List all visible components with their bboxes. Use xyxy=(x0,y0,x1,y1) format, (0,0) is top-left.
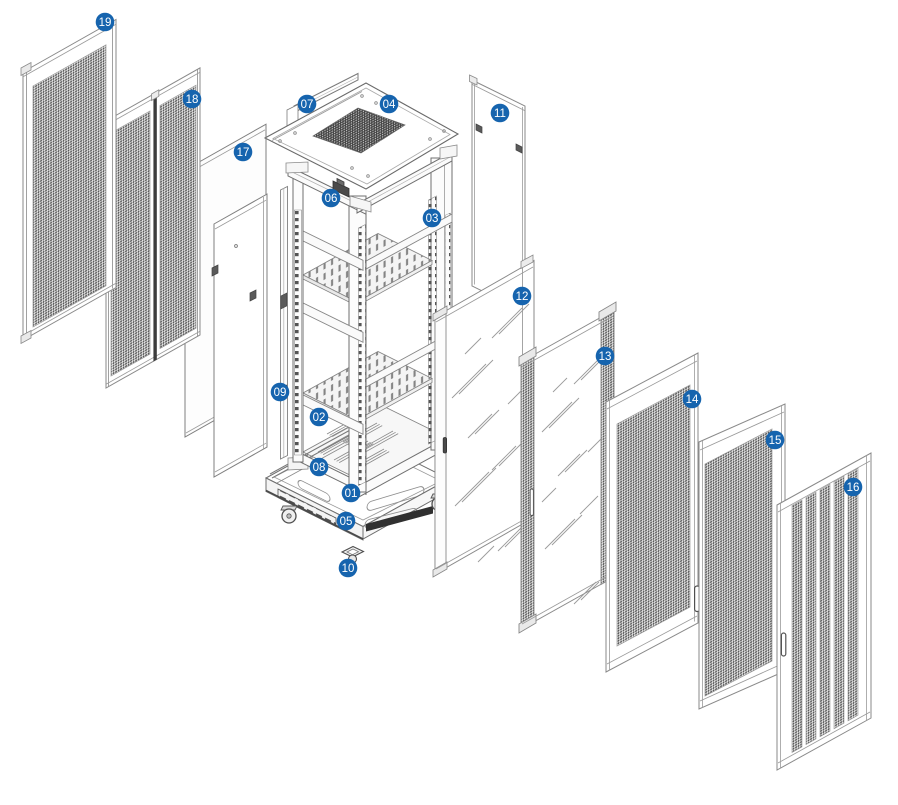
svg-text:02: 02 xyxy=(313,412,326,424)
svg-text:08: 08 xyxy=(313,462,326,474)
svg-text:10: 10 xyxy=(342,563,355,575)
svg-text:17: 17 xyxy=(237,147,250,159)
svg-text:07: 07 xyxy=(301,99,314,111)
svg-text:14: 14 xyxy=(686,394,699,406)
svg-text:12: 12 xyxy=(516,291,529,303)
svg-text:01: 01 xyxy=(345,488,358,500)
svg-text:18: 18 xyxy=(186,94,199,106)
svg-text:03: 03 xyxy=(426,213,439,225)
svg-text:09: 09 xyxy=(274,387,287,399)
svg-text:06: 06 xyxy=(325,193,338,205)
svg-text:19: 19 xyxy=(99,17,112,29)
svg-text:15: 15 xyxy=(769,435,782,447)
svg-text:13: 13 xyxy=(599,351,612,363)
svg-text:11: 11 xyxy=(494,108,506,120)
svg-text:05: 05 xyxy=(340,516,353,528)
svg-text:04: 04 xyxy=(383,99,396,111)
svg-text:16: 16 xyxy=(847,482,860,494)
